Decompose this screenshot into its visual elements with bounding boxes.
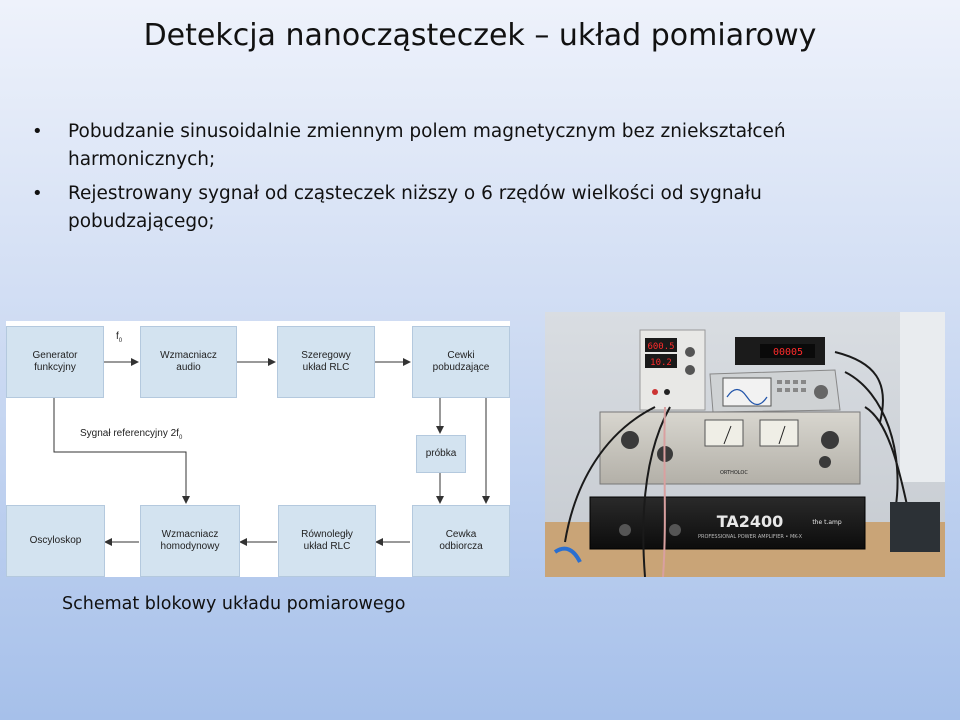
bullet-list: Pobudzanie sinusoidalnie zmiennym polem …: [30, 118, 890, 242]
block-parallel-rlc: Równoległy układ RLC: [278, 505, 376, 577]
psu-display-top: 600.5: [647, 342, 674, 352]
amp-brand-sub: the t.amp: [812, 519, 842, 526]
label-reference-signal: Sygnał referencyjny 2f0: [80, 428, 182, 441]
block-excitation-coils: Cewki pobudzające: [412, 326, 510, 398]
meter-display: 00005: [773, 347, 803, 358]
psu-display-bottom: 10.2: [650, 358, 672, 368]
pink-cable: [662, 406, 666, 577]
power-supply: 600.5 10.2: [639, 329, 706, 411]
block-sample: próbka: [416, 435, 466, 473]
block-diagram: Generator funkcyjny Wzmacniacz audio Sze…: [6, 321, 510, 577]
slide-title: Detekcja nanocząsteczek – układ pomiarow…: [143, 18, 817, 53]
block-receive-coil: Cewka odbiorcza: [412, 505, 510, 577]
bullet-item: Pobudzanie sinusoidalnie zmiennym polem …: [30, 118, 890, 174]
function-generator: [709, 369, 841, 413]
label-reference-signal-subscript: 0: [178, 435, 183, 441]
window: [900, 312, 945, 482]
diagram-connectors: [53, 358, 490, 546]
label-f0: f0: [116, 331, 122, 344]
blue-cable: [553, 546, 582, 563]
block-oscilloscope: Oscyloskop: [6, 505, 105, 577]
block-homodyne-amplifier: Wzmacniacz homodynowy: [140, 505, 240, 577]
amp-brand: TA2400: [717, 512, 784, 531]
bullet-item: Rejestrowany sygnał od cząsteczek niższy…: [30, 180, 890, 236]
block-series-rlc: Szeregowy układ RLC: [277, 326, 375, 398]
diagram-caption: Schemat blokowy układu pomiarowego: [62, 594, 406, 614]
receiver-brand: ORTHOLOC: [720, 470, 748, 476]
label-f0-text: f: [116, 331, 119, 342]
arrow-reference-signal: [53, 398, 190, 504]
amp-subtitle: PROFESSIONAL POWER AMPLIFIER • MK-X: [698, 534, 803, 540]
lock-in-receiver: ORTHOLOC: [599, 411, 861, 485]
equipment-photo: 600.5 10.2 00005: [545, 312, 945, 577]
floor-equipment: [890, 502, 940, 552]
equipment-photo-illustration: 600.5 10.2 00005: [545, 312, 945, 577]
label-reference-signal-text: Sygnał referencyjny 2f: [80, 428, 179, 439]
block-generator: Generator funkcyjny: [6, 326, 104, 398]
block-audio-amplifier: Wzmacniacz audio: [140, 326, 237, 398]
label-f0-subscript: 0: [118, 338, 123, 344]
frequency-meter: 00005: [735, 337, 825, 365]
power-amplifier: TA2400 the t.amp PROFESSIONAL POWER AMPL…: [589, 496, 866, 550]
